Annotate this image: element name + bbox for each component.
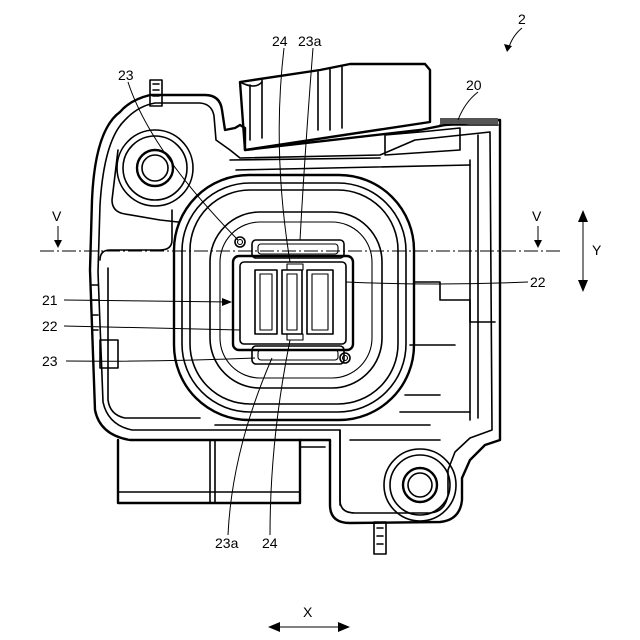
- ref-2: 2: [518, 11, 526, 27]
- ref-23a-top: 23a: [298, 33, 322, 49]
- ref-20: 20: [466, 77, 482, 93]
- leader-lines: [64, 28, 528, 535]
- y-axis-label: Y: [592, 242, 602, 258]
- x-axis-label: X: [303, 604, 313, 620]
- section-mark-left: V: [52, 208, 62, 224]
- ref-23-top-left: 23: [118, 67, 134, 83]
- central-frames: [174, 175, 414, 420]
- ref-24-bottom: 24: [262, 535, 278, 551]
- bottom-block: [118, 440, 325, 503]
- section-mark-right: V: [532, 208, 542, 224]
- side-ribs: [92, 128, 495, 505]
- ref-22-right: 22: [530, 274, 546, 290]
- mount-boss-top-left: [112, 80, 193, 222]
- ref-23a-bottom: 23a: [215, 535, 239, 551]
- x-axis-arrow: [268, 622, 350, 632]
- connector-21: [233, 237, 353, 364]
- ref-24-top: 24: [272, 33, 288, 49]
- ref-23-left: 23: [42, 353, 58, 369]
- y-axis-arrow: [578, 210, 588, 292]
- top-block: [240, 64, 430, 150]
- ref-21: 21: [42, 292, 58, 308]
- ref-22-left: 22: [42, 318, 58, 334]
- mount-boss-bottom-right: [374, 449, 456, 554]
